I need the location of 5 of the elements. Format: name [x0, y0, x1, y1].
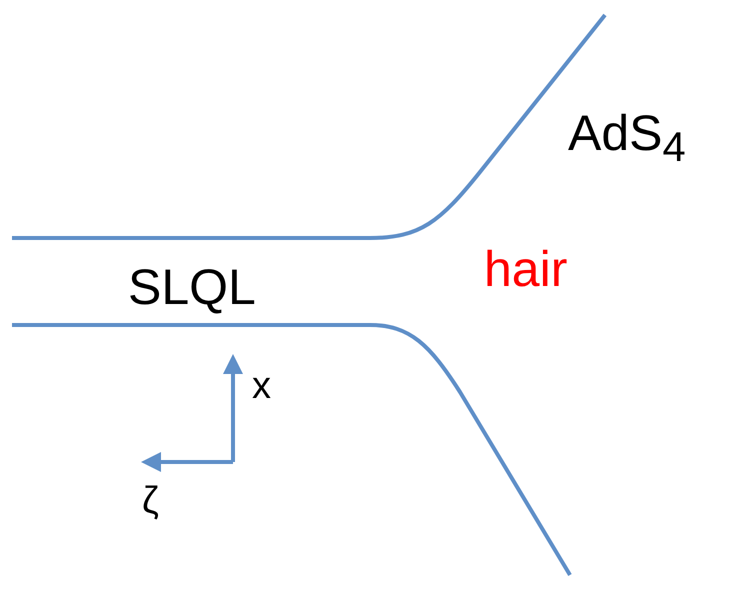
region-label: hair: [484, 244, 568, 294]
axis-label: ζ: [142, 482, 159, 520]
axis-label: x: [252, 367, 271, 405]
region-label: SLQL: [128, 262, 256, 312]
region-label: AdS$_{4}$: [568, 108, 686, 168]
